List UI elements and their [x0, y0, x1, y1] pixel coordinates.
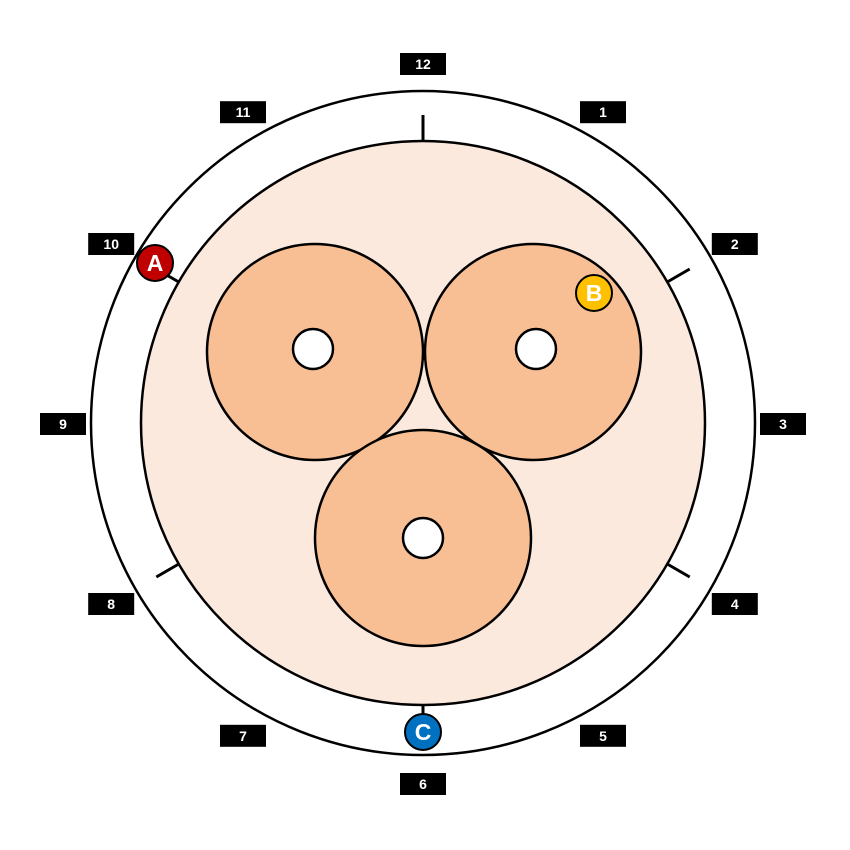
hour-label-box: [40, 413, 86, 435]
tick-mark: [667, 267, 691, 283]
tick-mark: [155, 563, 179, 579]
hour-label-text: 10: [103, 236, 119, 252]
hour-label-text: 6: [419, 776, 427, 792]
hour-label-box: [400, 773, 446, 795]
hour-label-text: 12: [415, 56, 431, 72]
hour-label-box: [711, 593, 758, 615]
hour-label-box: [400, 53, 446, 75]
marker-b-circle: [575, 274, 613, 312]
hour-label-4: 4: [711, 593, 758, 615]
hour-label-text: 4: [731, 596, 739, 612]
marker-b: B: [575, 274, 613, 312]
hour-label-box: [220, 101, 266, 124]
hour-label-box: [220, 724, 266, 747]
hour-label-text: 9: [59, 416, 67, 432]
core-bottom: [313, 428, 533, 648]
hour-label-8: 8: [88, 593, 135, 615]
marker-c: C: [404, 713, 442, 751]
tick-mark: [667, 563, 691, 579]
hour-label-6: 6: [400, 773, 446, 795]
core-bottom-conductor: [401, 516, 445, 560]
hour-label-text: 3: [779, 416, 787, 432]
core-top-left: [205, 242, 425, 462]
hour-label-box: [88, 593, 135, 615]
hour-label-text: 2: [731, 236, 739, 252]
hour-label-text: 8: [107, 596, 115, 612]
marker-c-letter: C: [415, 719, 432, 745]
marker-a: A: [136, 244, 174, 282]
hour-label-box: [580, 101, 626, 124]
marker-a-circle: [136, 244, 174, 282]
hour-label-box: [760, 413, 806, 435]
marker-b-letter: B: [586, 280, 603, 306]
hour-label-text: 7: [239, 728, 247, 744]
hour-label-10: 10: [88, 233, 135, 255]
marker-c-circle: [404, 713, 442, 751]
hour-label-text: 1: [599, 104, 607, 120]
hour-label-box: [88, 233, 135, 255]
hour-label-7: 7: [220, 724, 266, 747]
hour-label-2: 2: [711, 233, 758, 255]
core-top-right: [423, 242, 643, 462]
hour-label-1: 1: [580, 101, 626, 124]
hour-label-text: 11: [236, 104, 251, 120]
hour-label-12: 12: [400, 53, 446, 75]
core-top-left-conductor: [291, 327, 335, 371]
hour-label-box: [711, 233, 758, 255]
hour-label-text: 5: [599, 728, 607, 744]
core-top-right-conductor: [514, 327, 558, 371]
hour-label-3: 3: [760, 413, 806, 435]
marker-a-letter: A: [147, 250, 164, 276]
hour-label-9: 9: [40, 413, 86, 435]
hour-label-11: 11: [220, 101, 266, 124]
hour-label-5: 5: [580, 724, 626, 747]
hour-label-box: [580, 724, 626, 747]
